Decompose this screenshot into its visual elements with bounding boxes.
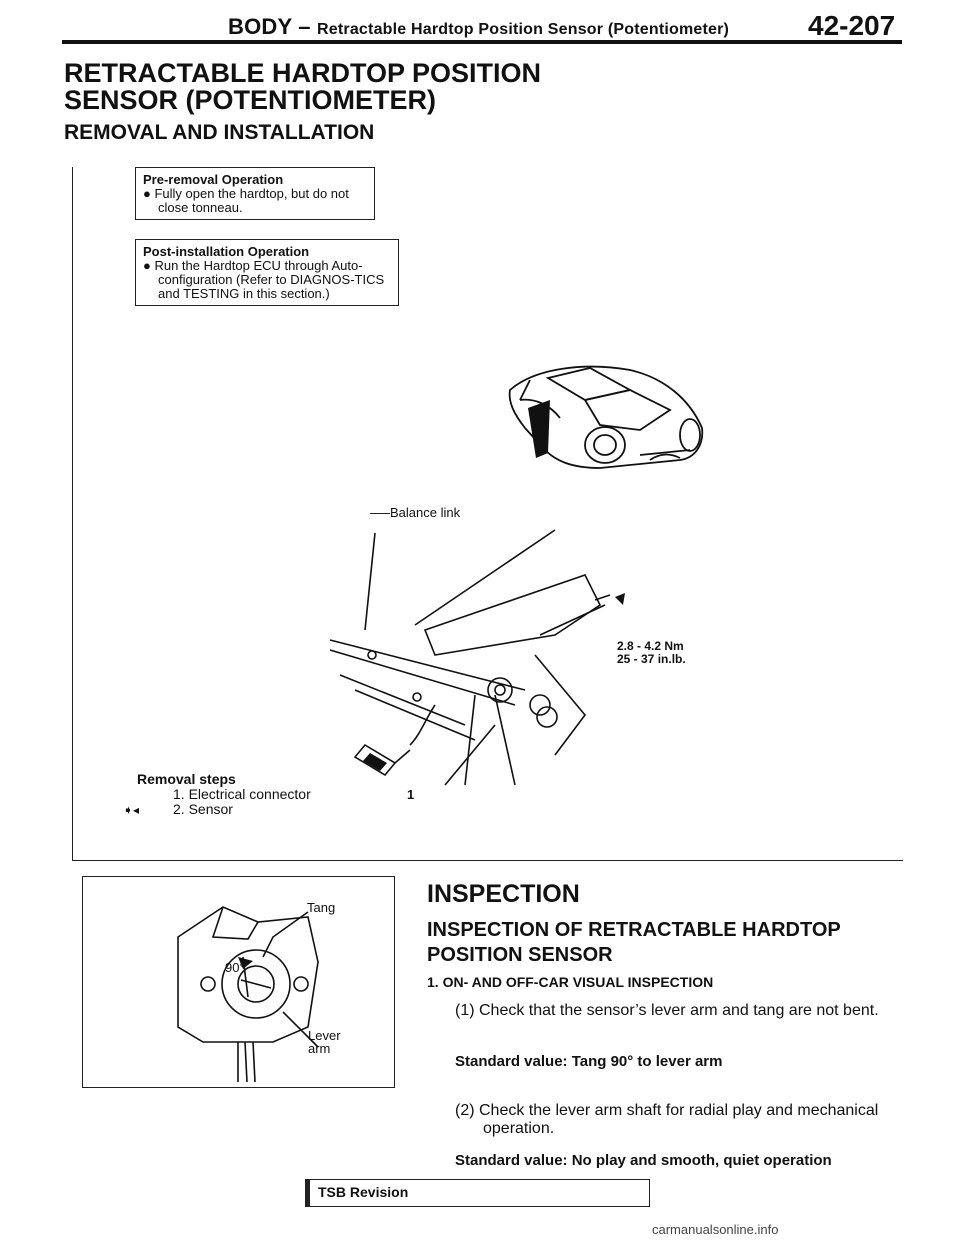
section-title: REMOVAL AND INSTALLATION — [64, 121, 375, 144]
removal-steps: Removal steps 1. Electrical connector ➧◂… — [123, 771, 311, 818]
inspection-subheading: INSPECTION OF RETRACTABLE HARDTOP POSITI… — [427, 919, 841, 966]
tsb-revision-box: TSB Revision — [305, 1179, 650, 1207]
page-header-title: BODY – Retractable Hardtop Position Sens… — [228, 14, 730, 39]
tang-label: Tang — [307, 900, 336, 915]
lever-arm-label: Lever arm — [308, 1028, 341, 1056]
removal-panel — [72, 167, 903, 861]
torque-spec: 2.8 - 4.2 Nm 25 - 37 in.lb. — [617, 639, 686, 666]
pre-removal-heading: Pre-removal Operation — [143, 172, 284, 187]
check-2: (2) Check the lever arm shaft for radial… — [455, 1102, 879, 1137]
page-title: RETRACTABLE HARDTOP POSITION SENSOR (POT… — [64, 58, 542, 115]
post-install-box: Post-installation Operation ● Run the Ha… — [135, 239, 399, 306]
post-install-item: ● Run the Hardtop ECU through Auto-confi… — [143, 258, 385, 301]
sensor-figure: Tang Lever arm 90° — [82, 876, 395, 1088]
balance-link-label: Balance link — [390, 505, 461, 520]
balance-link-leader — [370, 513, 390, 514]
mechanism-diagram — [329, 529, 625, 786]
inspection-heading: INSPECTION — [427, 880, 580, 908]
car-illustration — [508, 365, 704, 469]
standard-value-1: Standard value: Tang 90° to lever arm — [455, 1053, 723, 1070]
removal-step-1: 1. Electrical connector — [173, 786, 311, 802]
watermark: carmanualsonline.info — [652, 1222, 779, 1237]
standard-value-2: Standard value: No play and smooth, quie… — [455, 1152, 832, 1169]
page-number: 42-207 — [808, 10, 896, 41]
sensor-drawing — [177, 906, 319, 1083]
inspection-step-1: 1. ON- AND OFF-CAR VISUAL INSPECTION — [427, 974, 714, 990]
removal-step-2: ➧◂2. Sensor — [123, 801, 233, 818]
service-point-icon: ➧◂ — [123, 803, 140, 817]
removal-steps-heading: Removal steps — [137, 771, 236, 787]
post-install-heading: Post-installation Operation — [143, 244, 310, 259]
pre-removal-item: ● Fully open the hardtop, but do not clo… — [143, 186, 349, 215]
pre-removal-box: Pre-removal Operation ● Fully open the h… — [135, 167, 375, 220]
angle-label: 90° — [225, 960, 245, 975]
header-rule — [62, 40, 902, 44]
callout-1: 1 — [407, 787, 415, 802]
check-1: (1) Check that the sensor’s lever arm an… — [455, 1002, 879, 1019]
